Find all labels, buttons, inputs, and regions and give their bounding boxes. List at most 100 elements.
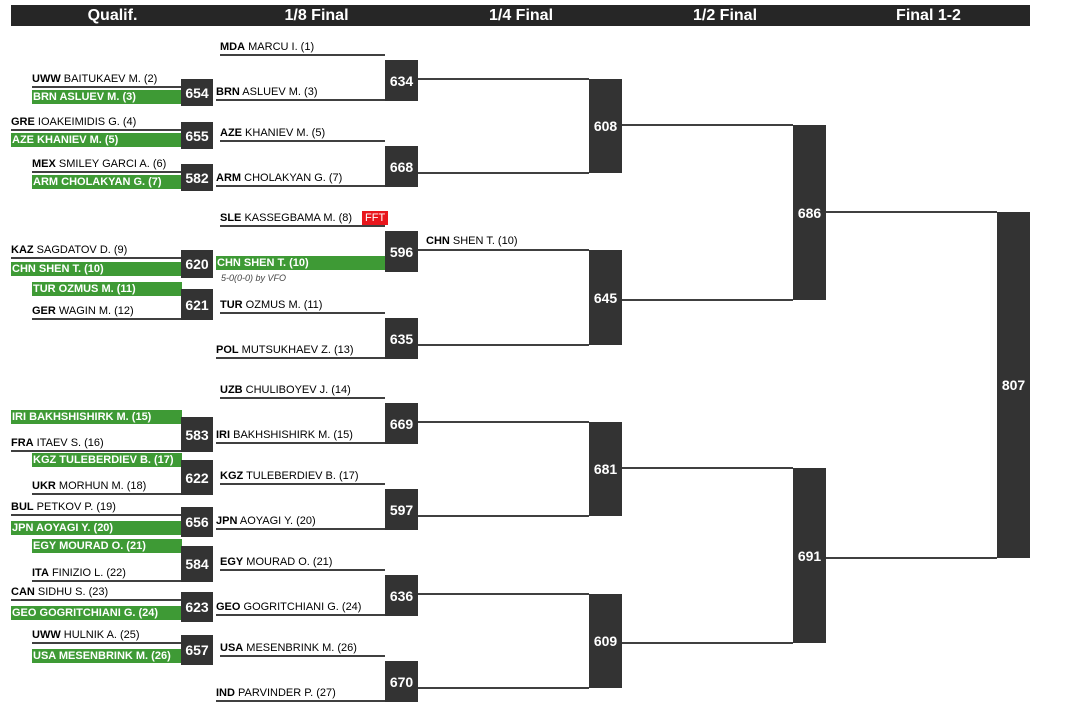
qualif-athlete[interactable]: GER WAGIN M. (12) xyxy=(32,304,134,318)
athlete-name: SMILEY GARCI A. (6) xyxy=(55,158,167,170)
header-quarter-final: 1/4 Final xyxy=(488,7,554,24)
qualif-athlete[interactable]: USA MESENBRINK M. (26) xyxy=(32,649,182,663)
qualif-athlete[interactable]: UWW HULNIK A. (25) xyxy=(32,628,140,642)
quarter-match-box[interactable]: 681 xyxy=(589,422,622,516)
eighth-athlete[interactable]: SLE KASSEGBAMA M. (8) xyxy=(220,211,352,225)
athlete-name: HULNIK A. (25) xyxy=(60,629,140,641)
qualif-match-box[interactable]: 654 xyxy=(181,79,213,106)
athlete-name: FINIZIO L. (22) xyxy=(48,567,126,579)
semi-match-box[interactable]: 691 xyxy=(793,468,826,643)
eighth-match-box[interactable]: 635 xyxy=(385,318,418,359)
eighth-athlete[interactable]: IND PARVINDER P. (27) xyxy=(216,686,336,700)
eighth-athlete[interactable]: IRI BAKHSHISHIRK M. (15) xyxy=(216,428,353,442)
athlete-name: MESENBRINK M. (26) xyxy=(243,642,357,654)
eighth-athlete[interactable]: CHN SHEN T. (10) xyxy=(216,256,387,270)
country-code: CHN xyxy=(12,263,36,275)
athlete-name: AOYAGI Y. (20) xyxy=(237,515,316,527)
eighth-athlete[interactable]: AZE KHANIEV M. (5) xyxy=(220,126,325,140)
qualif-match-box[interactable]: 584 xyxy=(181,546,213,582)
eighth-match-box[interactable]: 597 xyxy=(385,489,418,530)
athlete-name: PARVINDER P. (27) xyxy=(234,687,336,699)
qualif-athlete[interactable]: GRE IOAKEIMIDIS G. (4) xyxy=(11,115,136,129)
athlete-name: ASLUEV M. (3) xyxy=(239,86,318,98)
qualif-athlete[interactable]: GEO GOGRITCHIANI G. (24) xyxy=(11,606,182,620)
eighth-athlete[interactable]: POL MUTSUKHAEV Z. (13) xyxy=(216,343,354,357)
athlete-name: CHULIBOYEV J. (14) xyxy=(242,384,351,396)
eighth-athlete[interactable]: MDA MARCU I. (1) xyxy=(220,40,314,54)
header-qualif: Qualif. xyxy=(87,7,138,24)
qualif-athlete[interactable]: KGZ TULEBERDIEV B. (17) xyxy=(32,453,182,467)
forfeit-badge: FFT xyxy=(362,211,389,225)
qualif-athlete[interactable]: MEX SMILEY GARCI A. (6) xyxy=(32,157,166,171)
country-code: AZE xyxy=(220,127,242,139)
qualif-athlete[interactable]: EGY MOURAD O. (21) xyxy=(32,539,182,553)
athlete-name: SHEN T. (10) xyxy=(240,257,309,269)
qualif-match-box[interactable]: 620 xyxy=(181,250,213,278)
eighth-athlete[interactable]: USA MESENBRINK M. (26) xyxy=(220,641,357,655)
qualif-match-box[interactable]: 623 xyxy=(181,592,213,622)
qualif-athlete[interactable]: ITA FINIZIO L. (22) xyxy=(32,566,126,580)
eighth-athlete[interactable]: ARM CHOLAKYAN G. (7) xyxy=(216,171,342,185)
country-code: USA xyxy=(33,650,56,662)
qualif-athlete[interactable]: BUL PETKOV P. (19) xyxy=(11,500,116,514)
quarter-match-box[interactable]: 608 xyxy=(589,79,622,173)
qualif-match-box[interactable]: 656 xyxy=(181,507,213,537)
country-code: MDA xyxy=(220,41,246,53)
athlete-name: OZMUS M. (11) xyxy=(55,283,136,295)
eighth-match-box[interactable]: 670 xyxy=(385,661,418,702)
eighth-athlete[interactable]: BRN ASLUEV M. (3) xyxy=(216,85,317,99)
qualif-match-box[interactable]: 655 xyxy=(181,122,213,149)
qualif-athlete[interactable]: FRA ITAEV S. (16) xyxy=(11,436,104,450)
header-semi-final: 1/2 Final xyxy=(692,7,758,24)
qualif-athlete[interactable]: UWW BAITUKAEV M. (2) xyxy=(32,72,157,86)
qualif-athlete[interactable]: AZE KHANIEV M. (5) xyxy=(11,133,182,147)
qualif-match-box[interactable]: 583 xyxy=(181,417,213,452)
header-eighth-final: 1/8 Final xyxy=(284,7,349,24)
qualif-athlete[interactable]: BRN ASLUEV M. (3) xyxy=(32,90,182,104)
qualif-athlete[interactable]: ARM CHOLAKYAN G. (7) xyxy=(32,175,182,189)
country-code: KGZ xyxy=(33,454,57,466)
athlete-name: BAITUKAEV M. (2) xyxy=(60,73,158,85)
qualif-athlete[interactable]: CHN SHEN T. (10) xyxy=(11,262,182,276)
country-code: USA xyxy=(220,642,244,654)
final-match-box[interactable]: 807 xyxy=(997,212,1030,558)
athlete-name: SIDHU S. (23) xyxy=(34,586,109,598)
athlete-name: KHANIEV M. (5) xyxy=(242,127,326,139)
eighth-athlete[interactable]: EGY MOURAD O. (21) xyxy=(220,555,332,569)
eighth-athlete[interactable]: TUR OZMUS M. (11) xyxy=(220,298,322,312)
qualif-match-box[interactable]: 621 xyxy=(181,289,213,320)
quarter-match-box[interactable]: 645 xyxy=(589,250,622,345)
eighth-match-box[interactable]: 669 xyxy=(385,403,418,444)
country-code: AZE xyxy=(12,134,34,146)
country-code: ARM xyxy=(216,172,242,184)
header-final: Final 1-2 xyxy=(896,7,961,24)
qualif-athlete[interactable]: KAZ SAGDATOV D. (9) xyxy=(11,243,127,257)
eighth-athlete[interactable]: GEO GOGRITCHIANI G. (24) xyxy=(216,600,361,614)
qualif-match-box[interactable]: 622 xyxy=(181,460,213,495)
athlete-name: BAKHSHISHIRK M. (15) xyxy=(230,429,353,441)
athlete-name: CHOLAKYAN G. (7) xyxy=(241,172,343,184)
qualif-athlete[interactable]: JPN AOYAGI Y. (20) xyxy=(11,521,182,535)
eighth-athlete[interactable]: UZB CHULIBOYEV J. (14) xyxy=(220,383,351,397)
eighth-match-box[interactable]: 668 xyxy=(385,146,418,187)
eighth-match-box[interactable]: 596 xyxy=(385,231,418,272)
eighth-athlete[interactable]: KGZ TULEBERDIEV B. (17) xyxy=(220,469,359,483)
athlete-name: GOGRITCHIANI G. (24) xyxy=(240,601,362,613)
semi-match-box[interactable]: 686 xyxy=(793,125,826,300)
athlete-name: SAGDATOV D. (9) xyxy=(33,244,128,256)
qualif-match-box[interactable]: 582 xyxy=(181,164,213,191)
eighth-match-box[interactable]: 634 xyxy=(385,60,418,101)
athlete-name: MARCU I. (1) xyxy=(245,41,315,53)
qualif-athlete[interactable]: TUR OZMUS M. (11) xyxy=(32,282,182,296)
eighth-athlete[interactable]: JPN AOYAGI Y. (20) xyxy=(216,514,316,528)
country-code: EGY xyxy=(33,540,57,552)
qualif-athlete[interactable]: IRI BAKHSHISHIRK M. (15) xyxy=(11,410,182,424)
qualif-athlete[interactable]: CAN SIDHU S. (23) xyxy=(11,585,108,599)
athlete-name: BAKHSHISHIRK M. (15) xyxy=(26,411,152,423)
qualif-match-box[interactable]: 657 xyxy=(181,635,213,665)
eighth-match-box[interactable]: 636 xyxy=(385,575,418,616)
quarter-match-box[interactable]: 609 xyxy=(589,594,622,688)
country-code: UKR xyxy=(32,480,56,492)
quarter-athlete[interactable]: CHN SHEN T. (10) xyxy=(426,234,518,248)
qualif-athlete[interactable]: UKR MORHUN M. (18) xyxy=(32,479,146,493)
